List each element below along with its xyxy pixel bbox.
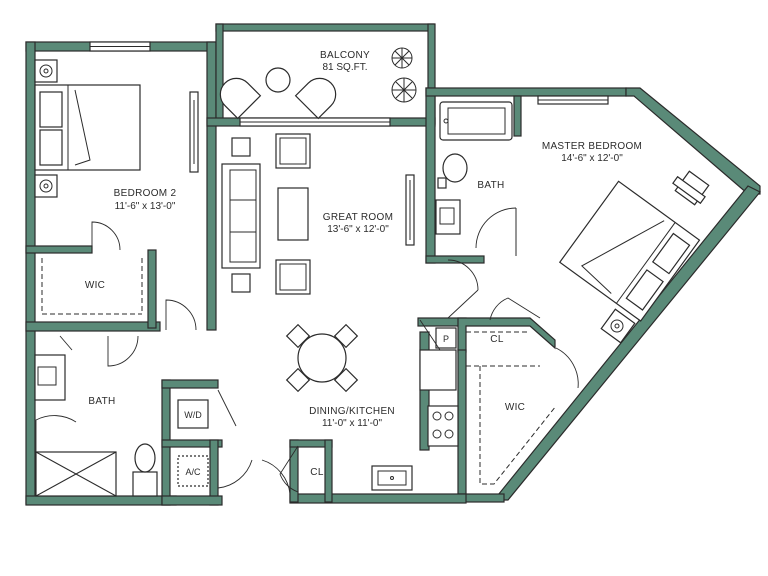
door-swing-icon (555, 347, 579, 389)
door-swing-icon (447, 259, 479, 291)
wall-bath-left (425, 87, 436, 264)
wall-wic-right (147, 249, 157, 329)
refrigerator-icon (419, 349, 457, 391)
door-swing-icon (165, 299, 197, 331)
room-name-balcony: BALCONY (320, 50, 370, 61)
room-size-dining-kitchen: 11'-0" x 11'-0" (322, 418, 382, 429)
door-swing-icon (489, 297, 541, 321)
wall-cl-left (289, 439, 299, 503)
room-name-great-room: GREAT ROOM (323, 212, 393, 223)
bath-main-fixtures (34, 335, 158, 497)
wall-wd-top (161, 379, 219, 389)
room-name-bath-main: BATH (88, 396, 115, 407)
sofa-icon (221, 163, 261, 269)
door-swing-icon (91, 221, 121, 251)
door-swing-icon (261, 459, 291, 495)
door-swing-icon (107, 335, 139, 367)
windows (89, 41, 609, 127)
nightstand-icon (34, 174, 58, 198)
wall-bedroom2-bottom (25, 321, 161, 332)
ac-label: A/C (185, 467, 201, 477)
room-name-closet-master: CL (490, 334, 504, 345)
pantry-label: P (443, 334, 449, 344)
wall-ac-right (209, 439, 219, 506)
toilet-icon (134, 443, 156, 473)
door-swing-icon (279, 445, 299, 493)
wall-master-cl (457, 317, 556, 353)
chair-icon (294, 77, 337, 120)
wall-kitchen-right (457, 349, 467, 501)
wall-master-diagonal (492, 185, 761, 501)
plant-icon (391, 47, 417, 103)
armchair-icon (275, 259, 311, 295)
side-table-icon (231, 137, 251, 157)
armchair-icon (275, 133, 311, 169)
door-swing-icon (217, 389, 237, 427)
room-name-dining-kitchen: DINING/KITCHEN (309, 406, 395, 417)
room-name-wic-bedroom2: WIC (85, 280, 105, 291)
wall-bottom-left (25, 495, 177, 506)
room-name-master-bedroom: MASTER BEDROOM (542, 141, 642, 152)
wall-bedroom2-right (206, 41, 217, 331)
table-icon (265, 67, 291, 93)
chair-icon (285, 367, 311, 393)
bedroom2-furniture (34, 59, 199, 331)
wall-wic-top-left (25, 245, 93, 254)
vanity-icon (34, 354, 66, 401)
dining-table-icon (297, 333, 347, 383)
room-size-balcony: 81 SQ.FT. (322, 62, 367, 73)
room-name-wic-master: WIC (505, 402, 525, 413)
pillow-icon (39, 129, 63, 166)
room-size-great-room: 13'-6" x 12'-0" (327, 224, 389, 235)
nightstand-icon (34, 59, 58, 83)
wall-wd-bottom (161, 439, 223, 448)
pillow-icon (625, 269, 664, 311)
door-swing-icon (217, 448, 253, 489)
room-size-master-bedroom: 14'-6" x 12'-0" (561, 153, 623, 164)
balcony-furniture (219, 47, 417, 120)
master-bath-fixtures (435, 101, 517, 256)
wall-bath-bottom (425, 255, 485, 264)
room-name-closet-kitchen: CL (310, 467, 324, 478)
walls (25, 23, 761, 506)
wall-master-top (425, 87, 627, 97)
coffee-table-icon (277, 187, 309, 241)
sink-icon (371, 465, 413, 491)
room-name-bedroom2: BEDROOM 2 (114, 188, 177, 199)
wall-cl-right (324, 439, 333, 503)
door-swing-icon (35, 415, 77, 452)
wall-balcony-left (215, 23, 224, 125)
bathtub-icon (439, 101, 513, 141)
master-bedroom-furniture (466, 170, 710, 485)
kitchen-fixtures: P (371, 319, 459, 491)
great-room-furniture (221, 133, 479, 319)
wall-left (25, 41, 36, 505)
chair-icon (285, 323, 311, 349)
room-name-bath-master: BATH (477, 180, 504, 191)
wall-bottom-center (289, 493, 467, 504)
dining-set (285, 323, 359, 393)
chair-icon (333, 323, 359, 349)
wall-kitchen-counter-back (419, 331, 430, 451)
toilet-tank-icon (132, 471, 158, 497)
bed-master (558, 180, 701, 322)
cooktop-icon (427, 405, 459, 447)
wall-bath-right (513, 95, 522, 137)
chair-icon (333, 367, 359, 393)
ac-unit (177, 455, 209, 487)
washer-dryer-label: W/D (184, 410, 202, 420)
pillow-icon (39, 91, 63, 128)
nightstand-icon (600, 308, 636, 344)
side-table-icon (231, 273, 251, 293)
washer-dryer (177, 399, 209, 429)
room-size-bedroom2: 11'-6" x 13'-0" (115, 201, 176, 212)
wall-ac-bottom (161, 495, 223, 506)
wall-balcony-top (215, 23, 435, 32)
pantry-box (435, 327, 457, 349)
toilet-icon (442, 153, 468, 183)
chair-icon (219, 77, 262, 120)
pillow-icon (651, 232, 691, 275)
door-swing-icon (475, 207, 517, 249)
